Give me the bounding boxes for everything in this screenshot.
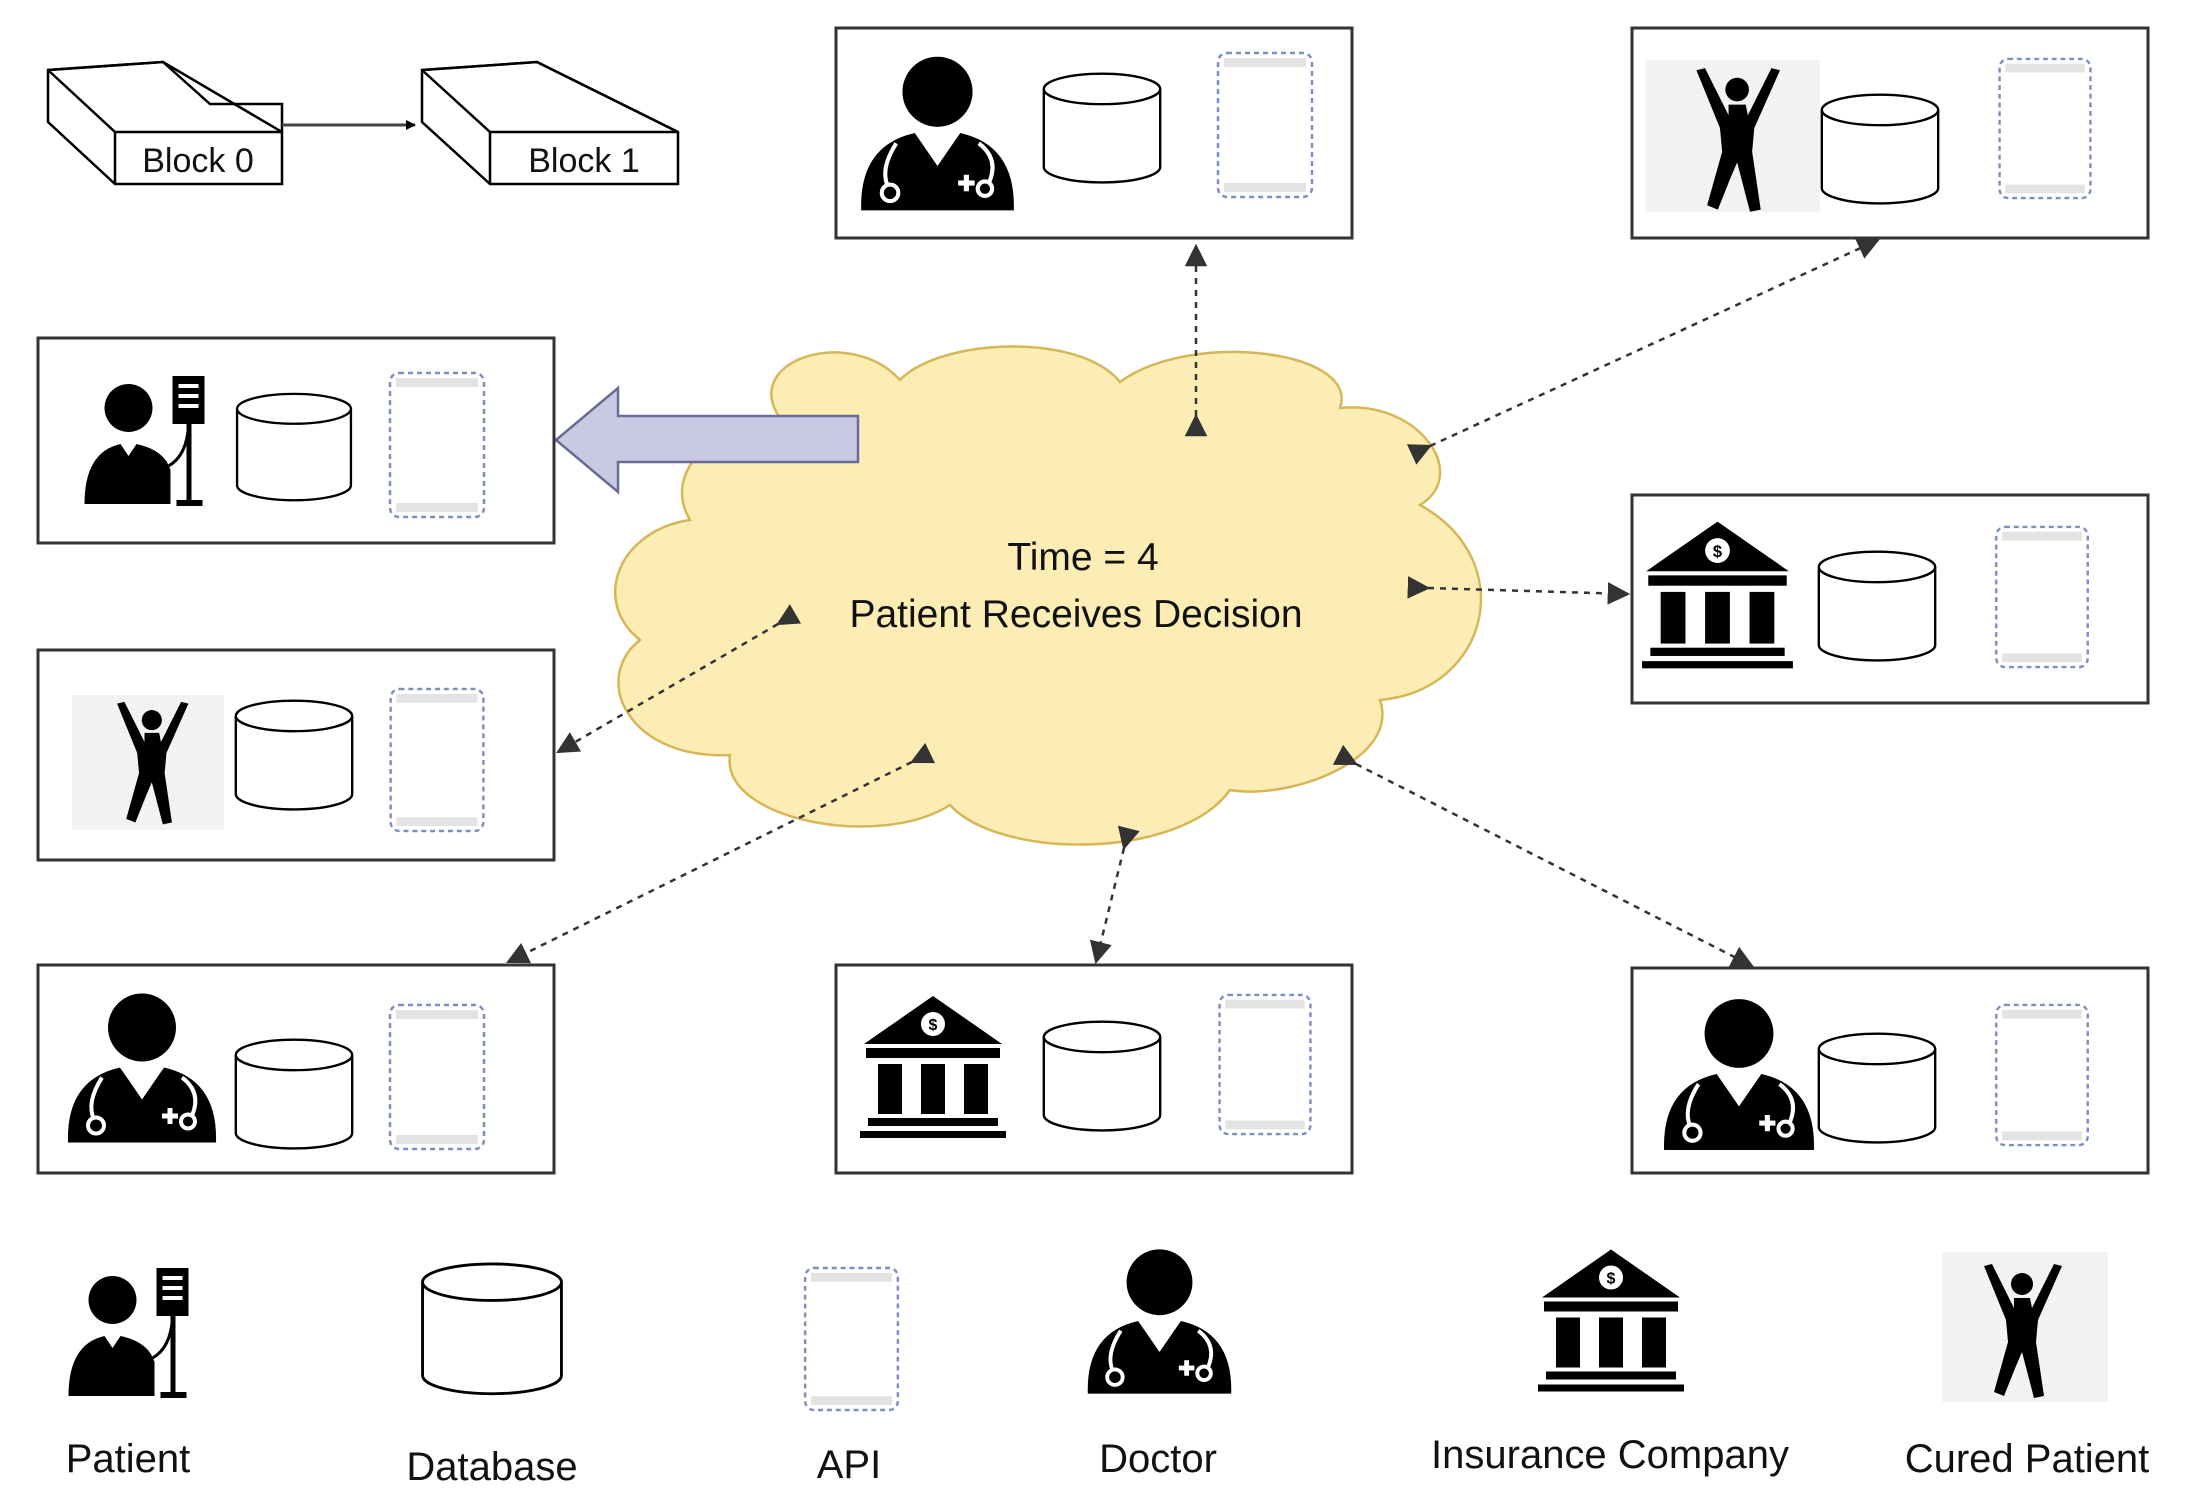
connector-doctor-bottom-left	[505, 742, 936, 964]
node-doctor-bottom-left	[36, 963, 556, 1175]
api-icon	[1998, 57, 2092, 200]
block-1: Block 1	[420, 60, 680, 186]
node-patient-left	[36, 336, 556, 545]
node-insurance-right	[1630, 493, 2150, 705]
database-icon	[1042, 72, 1162, 184]
legend: Patient Database API Doctor Insurance Co…	[66, 1249, 2150, 1489]
cloud-time-label: Time = 4	[1007, 536, 1158, 579]
cloud: Time = 4 Patient Receives Decision	[613, 345, 1483, 846]
insurance-company-icon	[1538, 1249, 1684, 1392]
legend-insurance: Insurance Company	[1431, 1249, 1789, 1477]
legend-patient: Patient	[66, 1266, 191, 1481]
database-icon	[234, 1038, 354, 1150]
legend-database: Database	[406, 1262, 578, 1489]
node-doctor-top	[834, 26, 1354, 240]
connector-insurance-right	[1407, 576, 1631, 605]
api-icon	[1995, 1003, 2089, 1147]
legend-insurance-label: Insurance Company	[1431, 1433, 1789, 1477]
api-icon	[389, 687, 485, 833]
connector-doctor-bottom-right	[1332, 744, 1755, 968]
node-insurance-bottom	[834, 963, 1354, 1175]
block-1-label: Block 1	[528, 142, 640, 180]
api-icon	[1218, 993, 1312, 1136]
database-icon	[1817, 550, 1937, 662]
database-icon	[235, 392, 353, 502]
node-cured-left	[36, 648, 556, 862]
legend-api: API	[803, 1266, 900, 1487]
api-icon	[388, 1003, 486, 1151]
connectors	[505, 238, 1881, 968]
database-icon	[234, 699, 354, 811]
legend-patient-label: Patient	[66, 1437, 191, 1481]
block-0: Block 0	[46, 60, 284, 186]
legend-cured: Cured Patient	[1905, 1252, 2150, 1481]
patient-icon	[66, 1266, 191, 1400]
api-icon	[1995, 525, 2089, 669]
legend-doctor: Doctor	[1088, 1249, 1232, 1481]
legend-api-label: API	[817, 1443, 881, 1487]
api-icon	[1216, 51, 1314, 199]
database-icon	[420, 1262, 564, 1396]
cloud-status-label: Patient Receives Decision	[849, 593, 1302, 636]
doctor-icon	[1088, 1249, 1232, 1393]
database-icon	[1042, 1020, 1162, 1132]
legend-cured-label: Cured Patient	[1905, 1437, 2150, 1481]
decision-transfer-arrow	[554, 385, 860, 495]
api-icon	[803, 1266, 900, 1412]
legend-doctor-label: Doctor	[1099, 1437, 1217, 1481]
node-doctor-bottom-right	[1630, 966, 2150, 1175]
node-cured-top-right	[1630, 26, 2150, 240]
database-icon	[1820, 93, 1940, 205]
connector-insurance-bottom	[1089, 825, 1140, 965]
block-0-label: Block 0	[142, 142, 254, 180]
database-icon	[1817, 1032, 1937, 1144]
connector-cured-top-right	[1406, 238, 1881, 465]
legend-database-label: Database	[406, 1445, 577, 1489]
api-icon	[388, 371, 486, 519]
